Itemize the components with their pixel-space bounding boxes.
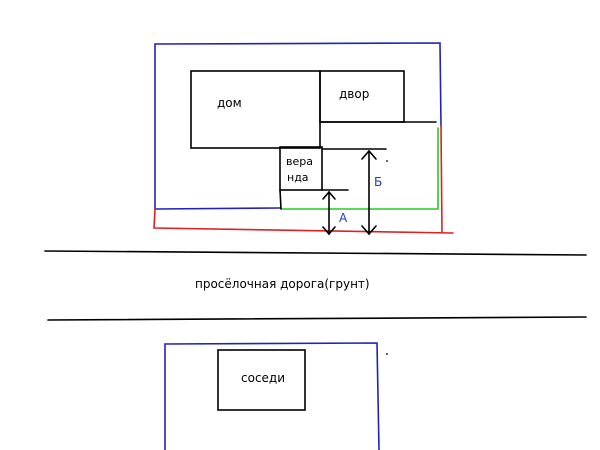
- neighbors-plot-boundary: [164, 342, 380, 450]
- stray-dot-2: [386, 353, 388, 355]
- dimension-a-label: А: [339, 211, 348, 225]
- plot-boundary-blue: [154, 42, 442, 210]
- stray-dot: [386, 160, 388, 162]
- dimension-b-label: Б: [374, 175, 382, 189]
- road-label: просёлочная дорога(грунт): [195, 277, 370, 291]
- house-label: дом: [217, 96, 242, 110]
- plot-boundary-bottom-blue: [154, 207, 281, 210]
- yard-label: двор: [339, 87, 369, 101]
- veranda-label-line2: нда: [287, 171, 309, 184]
- house-building: [190, 70, 321, 149]
- veranda-building: [279, 146, 323, 191]
- dimension-b-arrow: [361, 149, 377, 236]
- dimension-a-arrow: [322, 190, 336, 236]
- veranda-label-line1: вера: [286, 155, 313, 168]
- road-edge-bottom: [47, 316, 587, 321]
- neighbors-label: соседи: [241, 371, 285, 385]
- front-boundary-red: [153, 208, 454, 234]
- road-edge-top: [44, 250, 587, 256]
- right-boundary-red: [440, 125, 443, 233]
- green-boundary: [281, 127, 439, 210]
- veranda-side-line: [279, 189, 282, 210]
- neighbors-building: [217, 349, 306, 411]
